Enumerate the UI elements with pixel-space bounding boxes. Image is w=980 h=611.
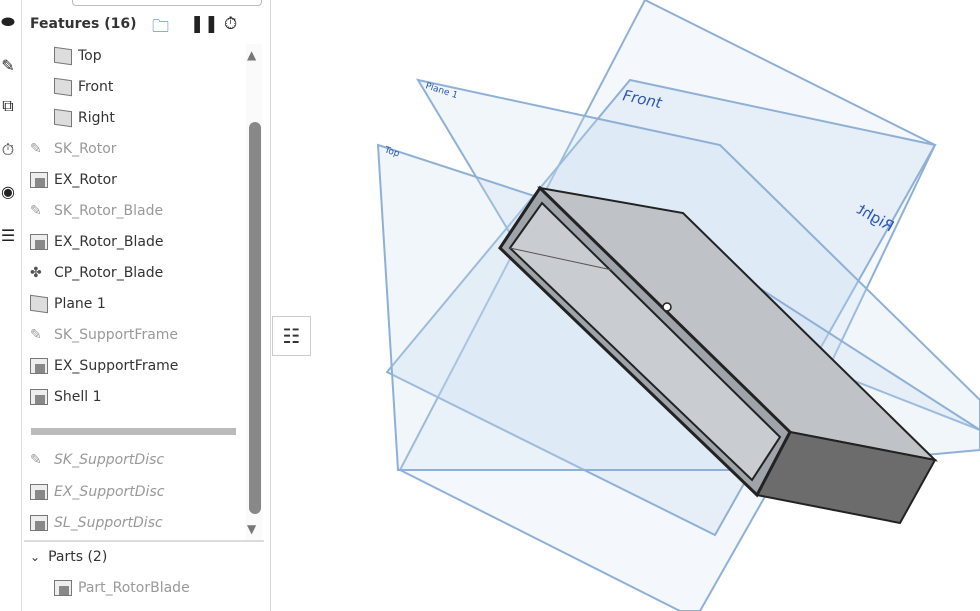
appearance-icon[interactable]: ⬬ (1, 12, 15, 31)
scrollbar[interactable]: ▲ ▼ (246, 44, 262, 540)
feature-item[interactable]: EX_SupportFrame (30, 352, 178, 380)
rollback-bar[interactable] (31, 428, 236, 435)
feature-label: SK_Rotor (54, 141, 117, 157)
sketch-icon: ✎ (30, 203, 42, 219)
rollback-timer-icon[interactable]: ⏱ (224, 14, 238, 34)
feature-item[interactable]: ✎ SK_SupportDisc (30, 446, 164, 474)
origin-icon (662, 302, 672, 312)
feature-label: SK_SupportFrame (54, 327, 179, 343)
feature-label: SK_Rotor_Blade (54, 203, 164, 219)
feature-item[interactable]: ✎ SK_Rotor (30, 135, 117, 163)
feature-label: CP_Rotor_Blade (54, 265, 164, 281)
feature-item[interactable]: Front (54, 73, 113, 101)
feature-label: EX_SupportDisc (54, 483, 165, 500)
feature-label: Top (78, 48, 102, 64)
scroll-thumb[interactable] (249, 122, 261, 514)
feature-item[interactable]: Plane 1 (30, 290, 106, 318)
feature-label: SL_SupportDisc (54, 515, 163, 531)
search-input[interactable] (72, 0, 262, 6)
scroll-down-icon[interactable]: ▼ (247, 522, 257, 536)
feature-label: Shell 1 (54, 389, 102, 405)
sketch-icon: ✎ (30, 327, 42, 343)
feature-label: Right (78, 110, 115, 126)
left-toolbar: ⬬ ✎ ⧉ ⏱ ◉ ☰ (0, 0, 22, 611)
pattern-icon: ✤ (30, 265, 42, 281)
feature-item[interactable]: SL_SupportDisc (30, 509, 163, 537)
feature-item[interactable]: Shell 1 (30, 383, 102, 411)
parts-help-icon[interactable]: ⧉ (2, 96, 14, 115)
feature-label: Front (78, 79, 114, 95)
scroll-up-icon[interactable]: ▲ (247, 48, 257, 62)
feature-item[interactable]: EX_Rotor_Blade (30, 228, 163, 256)
top-plane-label: Top (382, 145, 401, 160)
sketch-icon: ✎ (30, 452, 42, 468)
add-folder-icon[interactable]: 🗀 (152, 17, 169, 37)
feature-label: EX_Rotor (54, 172, 117, 188)
feature-item[interactable]: Right (54, 104, 115, 132)
feature-item[interactable]: EX_Rotor (30, 166, 117, 194)
part-icon (54, 580, 72, 596)
feature-label: Plane 1 (54, 296, 106, 312)
shell-icon (30, 515, 48, 531)
inspect-icon[interactable]: ◉ (1, 182, 15, 201)
stopwatch-icon[interactable]: ⏱ (1, 140, 15, 159)
feature-list-toggle-button[interactable]: ☷ (272, 316, 311, 356)
list-icon[interactable]: ☰ (0, 226, 16, 245)
feature-item[interactable]: Top (54, 42, 102, 70)
part-body (498, 185, 939, 525)
feature-label: EX_Rotor_Blade (54, 234, 164, 250)
feature-item[interactable]: ✎ SK_Rotor_Blade (30, 197, 163, 225)
pause-icon[interactable]: ❚❚ (190, 14, 219, 34)
feature-item[interactable]: EX_SupportDisc (30, 478, 164, 506)
feature-label: SK_SupportDisc (54, 452, 165, 468)
parts-title: Parts (2) (48, 549, 108, 565)
chevron-down-icon: ⌄ (30, 550, 41, 564)
features-header: Features (16) (30, 16, 137, 32)
extrude-icon (30, 172, 48, 188)
feature-item[interactable]: ✤ CP_Rotor_Blade (30, 259, 163, 287)
part-label: Part_RotorBlade (78, 580, 190, 596)
feature-item[interactable]: ✎ SK_SupportFrame (30, 321, 178, 349)
extrude-icon (30, 358, 48, 374)
sketch-icon: ✎ (30, 141, 42, 157)
feature-label: EX_SupportFrame (54, 358, 179, 374)
3d-viewport[interactable]: Front Right Top Plane 1 (272, 0, 980, 611)
extrude-icon (30, 483, 48, 500)
plane-icon (54, 108, 72, 128)
plane-icon (54, 46, 72, 66)
plane-icon (30, 294, 48, 314)
part-item[interactable]: Part_RotorBlade (54, 574, 190, 602)
divider (24, 540, 264, 542)
plane-icon (54, 77, 72, 97)
shell-icon (30, 389, 48, 405)
extrude-icon (30, 234, 48, 250)
parts-header[interactable]: ⌄ Parts (2) (30, 543, 107, 571)
edit-notes-icon[interactable]: ✎ (1, 56, 15, 75)
